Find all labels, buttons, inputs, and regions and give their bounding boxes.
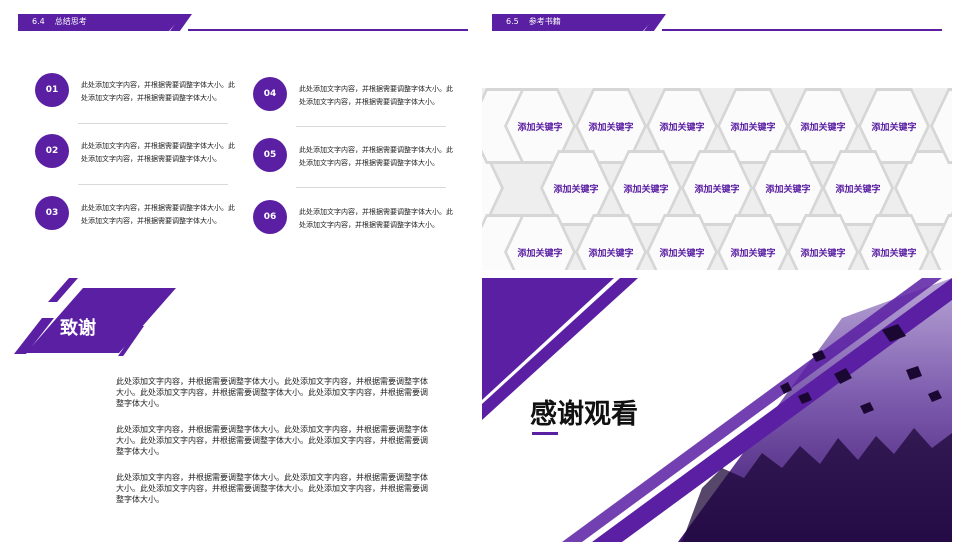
keyword-hexagon: 添加关键字 [752,150,824,226]
divider [296,126,446,127]
item-text: 此处添加文字内容，并根据需要调整字体大小。此处添加文字内容，并根据需要调整字体大… [81,81,235,102]
summary-item: 01 此处添加文字内容，并根据需要调整字体大小。此处添加文字内容，并根据需要调整… [35,73,240,123]
keyword-hexagon: 添加关键字 [610,150,682,226]
keyword-hexagon: 添加关键字 [540,150,612,226]
section-title: 总结思考 [54,17,87,26]
slide-title: 致谢 [60,318,96,339]
decorative-graphics [482,278,952,542]
item-text: 此处添加文字内容，并根据需要调整字体大小。此处添加文字内容，并根据需要调整字体大… [299,208,453,229]
title-underline [532,432,558,435]
crowd-silhouette [682,428,952,542]
corner-stripe [482,278,638,420]
item-number-badge: 01 [35,73,69,107]
section-header-tag [492,14,658,31]
keyword-label: 添加关键字 [543,153,609,223]
divider [78,123,228,124]
keyword-label: 添加关键字 [861,217,927,270]
body-paragraph: 此处添加文字内容，并根据需要调整字体大小。此处添加文字内容，并根据需要调整字体大… [116,425,428,456]
keyword-label: 添加关键字 [613,153,679,223]
header-line [188,29,468,31]
section-title: 参考书籍 [528,17,561,26]
item-number-badge: 06 [253,200,287,234]
slide-summary[interactable]: 6.4 总结思考 01 此处添加文字内容，并根据需要调整字体大小。此处添加文字内容… [8,6,478,270]
keyword-label: 添加关键字 [507,217,573,270]
divider [296,187,446,188]
flying-caps [780,324,942,414]
diagonal-band [592,278,952,542]
corner-triangle [482,278,614,400]
body-paragraph: 此处添加文字内容，并根据需要调整字体大小。此处添加文字内容，并根据需要调整字体大… [116,473,428,504]
keyword-label: 添加关键字 [649,217,715,270]
keyword-label: 添加关键字 [825,153,891,223]
keyword-hexagon: 添加关键字 [681,150,753,226]
section-header-tag [18,14,184,31]
summary-item: 05 此处添加文字内容，并根据需要调整字体大小。此处添加文字内容，并根据需要调整… [253,138,458,188]
keyword-label: 添加关键字 [755,153,821,223]
section-number: 6.5 [506,17,519,26]
keyword-label: 添加关键字 [720,217,786,270]
diagonal-band [562,278,942,542]
divider [78,184,228,185]
summary-item: 06 此处添加文字内容，并根据需要调整字体大小。此处添加文字内容，并根据需要调整… [253,200,458,250]
section-number: 6.4 [32,17,45,26]
keyword-label: 添加关键字 [684,153,750,223]
section-header-text: 6.5 参考书籍 [506,17,571,27]
body-paragraph: 此处添加文字内容，并根据需要调整字体大小。此处添加文字内容，并根据需要调整字体大… [116,377,428,408]
slide-thank-you[interactable]: 感谢观看 [482,278,952,542]
item-number-badge: 04 [253,77,287,111]
keyword-label: 添加关键字 [790,217,856,270]
item-text: 此处添加文字内容，并根据需要调整字体大小。此处添加文字内容，并根据需要调整字体大… [299,85,453,106]
slide-title: 感谢观看 [530,399,638,430]
item-number-badge: 03 [35,196,69,230]
keyword-label: 添加关键字 [578,217,644,270]
item-text: 此处添加文字内容，并根据需要调整字体大小。此处添加文字内容，并根据需要调整字体大… [81,204,235,225]
item-text: 此处添加文字内容，并根据需要调整字体大小。此处添加文字内容，并根据需要调整字体大… [81,142,235,163]
keyword-hexagon: 添加关键字 [822,150,894,226]
header-line [662,29,942,31]
item-number-badge: 05 [253,138,287,172]
summary-item: 03 此处添加文字内容，并根据需要调整字体大小。此处添加文字内容，并根据需要调整… [35,196,240,246]
slide-acknowledgement[interactable]: 致谢 此处添加文字内容，并根据需要调整字体大小。此处添加文字内容，并根据需要调整… [8,278,478,542]
item-text: 此处添加文字内容，并根据需要调整字体大小。此处添加文字内容，并根据需要调整字体大… [299,146,453,167]
summary-item: 04 此处添加文字内容，并根据需要调整字体大小。此处添加文字内容，并根据需要调整… [253,77,458,127]
summary-item: 02 此处添加文字内容，并根据需要调整字体大小。此处添加文字内容，并根据需要调整… [35,134,240,184]
item-number-badge: 02 [35,134,69,168]
section-header-text: 6.4 总结思考 [32,17,97,27]
title-stripe [48,278,78,302]
